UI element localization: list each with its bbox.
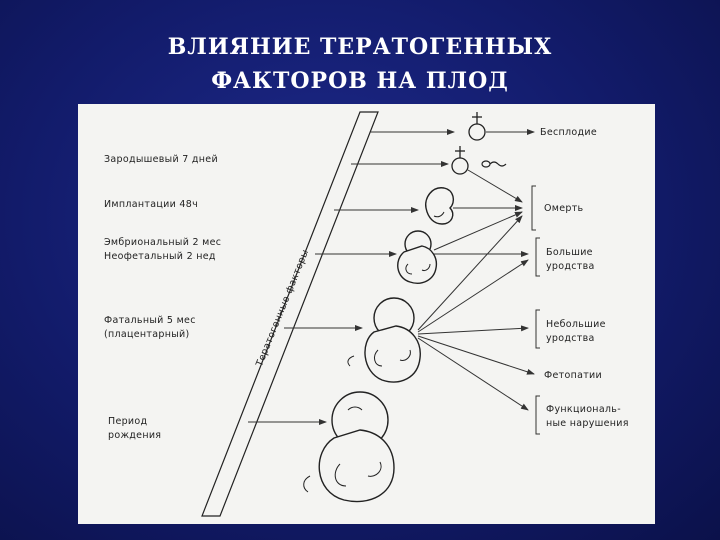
stage-fetal-sub-label: (плацентарный) — [104, 329, 190, 340]
arrow-fetus2-to-functional — [418, 338, 528, 410]
embryo-figure — [426, 188, 454, 224]
title-line-1: ВЛИЯНИЕ ТЕРАТОГЕННЫХ — [0, 30, 720, 64]
stage-germinal-label: Зародышевый 7 дней — [104, 154, 218, 165]
female-symbol-1 — [469, 112, 485, 140]
bracket-minor — [536, 310, 540, 348]
slide-title: ВЛИЯНИЕ ТЕРАТОГЕННЫХ ФАКТОРОВ НА ПЛОД — [0, 30, 720, 98]
title-line-2: ФАКТОРОВ НА ПЛОД — [0, 64, 720, 98]
stage-fetal-label: Фатальный 5 мес — [104, 315, 196, 326]
outcome-infertility-label: Бесплодие — [540, 127, 597, 138]
stage-birth-sub-label: рождения — [108, 430, 161, 441]
outcome-major-label: Большие — [546, 247, 593, 258]
outcome-functional-label: Функциональ- — [546, 404, 621, 415]
fetus-figure-small — [398, 231, 437, 283]
stage-neofetal-label: Неофетальный 2 нед — [104, 251, 216, 262]
fetus-figure-medium — [348, 298, 420, 382]
bracket-death — [532, 186, 536, 230]
outcome-functional-sub-label: ные нарушения — [546, 418, 629, 429]
outcome-minor-sub-label: уродства — [546, 333, 595, 344]
bracket-functional — [536, 396, 540, 434]
arrow-symbol-to-death — [468, 170, 522, 202]
outcome-minor-label: Небольшие — [546, 319, 606, 330]
outcome-fetopathy-label: Фетопатии — [544, 370, 602, 381]
outcome-death-label: Омерть — [544, 203, 584, 214]
stage-implantation-label: Имплантации 48ч — [104, 199, 198, 210]
sperm-symbol — [482, 161, 506, 167]
bracket-major — [536, 238, 540, 276]
female-symbol-2 — [452, 146, 468, 174]
stage-birth-label: Период — [108, 416, 148, 427]
outcome-major-sub-label: уродства — [546, 261, 595, 272]
newborn-figure — [304, 392, 394, 502]
arrow-fetus2-to-fetopathy — [418, 336, 534, 374]
teratogenic-diagram: Тератогенные факторы Зародышевый 7 дней … — [78, 104, 655, 524]
arrow-fetus2-to-minor — [418, 328, 528, 334]
diagram-panel: Тератогенные факторы Зародышевый 7 дней … — [78, 104, 655, 524]
stage-embryonic-label: Эмбриональный 2 мес — [104, 237, 221, 248]
